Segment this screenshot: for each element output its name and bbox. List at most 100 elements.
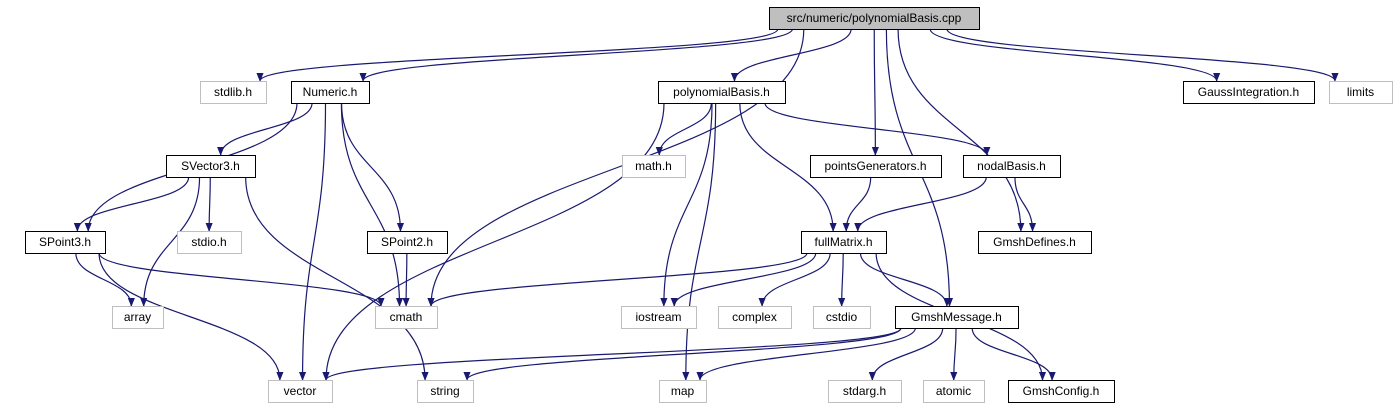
node-label: math.h <box>635 159 672 173</box>
node-limits: limits <box>1329 81 1393 104</box>
node-label: Numeric.h <box>303 85 358 99</box>
node-gmshdefines[interactable]: GmshDefines.h <box>978 231 1092 254</box>
edge-spoint3-to-cmath <box>98 252 385 307</box>
node-box <box>112 306 164 329</box>
node-box <box>978 231 1092 254</box>
edge-polybasis-to-map <box>682 102 717 381</box>
edge-arrow <box>696 327 916 381</box>
node-label: string <box>430 384 459 398</box>
node-label: stdarg.h <box>843 384 886 398</box>
edge-arrow <box>298 102 327 381</box>
edge-arrow <box>402 252 410 307</box>
node-box <box>769 7 980 30</box>
edge-arrow <box>463 327 902 381</box>
edge-gmshmessage-to-gmshconfig <box>971 327 1056 381</box>
node-atomic: atomic <box>923 380 985 403</box>
node-label: GmshDefines.h <box>993 235 1076 249</box>
edge-arrow <box>971 327 1056 381</box>
node-svector3[interactable]: SVector3.h <box>166 155 256 178</box>
edge-arrow <box>1014 176 1037 232</box>
edges-layer <box>73 28 1339 381</box>
edge-spoint2-to-cmath <box>402 252 410 307</box>
edge-root-to-polybasis <box>730 28 852 82</box>
node-polybasis[interactable]: polynomialBasis.h <box>658 81 786 104</box>
node-label: atomic <box>936 384 971 398</box>
edge-arrow <box>764 102 991 156</box>
node-box <box>367 231 448 254</box>
node-label: stdlib.h <box>214 85 252 99</box>
node-gaussint[interactable]: GaussIntegration.h <box>1183 81 1315 104</box>
node-gmshmessage[interactable]: GmshMessage.h <box>895 306 1019 329</box>
node-box <box>291 81 370 104</box>
node-box <box>25 231 106 254</box>
edge-svector3-to-string <box>245 176 429 381</box>
edge-numeric-to-cmath <box>340 102 404 307</box>
node-box <box>658 81 786 104</box>
node-box <box>268 380 333 403</box>
node-box <box>1008 380 1115 403</box>
node-map: map <box>659 380 707 403</box>
node-box <box>1183 81 1315 104</box>
node-pointsgen[interactable]: pointsGenerators.h <box>810 155 942 178</box>
node-label: vector <box>284 384 317 398</box>
node-label: nodalBasis.h <box>977 159 1046 173</box>
node-spoint2[interactable]: SPoint2.h <box>367 231 448 254</box>
edge-gmshmessage-to-string <box>463 327 902 381</box>
node-box <box>622 155 686 178</box>
edge-arrow <box>868 327 944 381</box>
edge-root-to-gmshdefines <box>897 28 1025 232</box>
node-box <box>177 231 242 254</box>
node-stdarg: stdarg.h <box>828 380 902 403</box>
node-label: complex <box>732 310 777 324</box>
edge-root-to-gaussint <box>929 28 1221 82</box>
node-box <box>417 380 474 403</box>
node-box <box>200 81 267 104</box>
edge-polybasis-to-vector <box>322 102 665 381</box>
node-label: src/numeric/polynomialBasis.cpp <box>787 11 962 25</box>
edge-nodalbasis-to-fullmatrix <box>854 176 987 232</box>
node-spoint3[interactable]: SPoint3.h <box>25 231 106 254</box>
node-fullmatrix[interactable]: fullMatrix.h <box>801 231 887 254</box>
edge-spoint3-to-array <box>75 252 135 307</box>
edge-arrow <box>655 102 712 156</box>
edge-arrow <box>73 176 190 232</box>
node-nodalbasis[interactable]: nodalBasis.h <box>963 155 1061 178</box>
node-label: stdio.h <box>191 235 226 249</box>
edge-arrow <box>739 102 837 232</box>
edge-arrow <box>842 176 872 232</box>
node-gmshconfig[interactable]: GmshConfig.h <box>1008 380 1115 403</box>
edge-fullmatrix-to-iostream <box>670 252 817 307</box>
node-array: array <box>112 306 164 329</box>
node-box <box>810 155 942 178</box>
node-box <box>801 231 887 254</box>
edge-arrow <box>359 28 793 82</box>
edge-gmshmessage-to-map <box>696 327 916 381</box>
edge-numeric-to-vector <box>298 102 327 381</box>
edge-gmshmessage-to-atomic <box>950 327 958 381</box>
node-label: pointsGenerators.h <box>824 159 926 173</box>
edge-gmshmessage-to-stdarg <box>868 327 944 381</box>
edge-fullmatrix-to-gmshmessage <box>859 252 951 307</box>
node-box <box>166 155 256 178</box>
edge-arrow <box>98 252 284 381</box>
node-label: GmshMessage.h <box>911 310 1002 324</box>
node-box <box>828 380 902 403</box>
node-label: iostream <box>635 310 681 324</box>
edge-arrow <box>217 102 313 156</box>
edge-arrow <box>758 252 831 307</box>
node-label: limits <box>1347 85 1374 99</box>
node-box <box>621 306 697 329</box>
node-numeric[interactable]: Numeric.h <box>291 81 370 104</box>
edge-arrow <box>322 102 665 381</box>
edge-svector3-to-array <box>140 176 201 307</box>
node-box <box>1329 81 1393 104</box>
edge-polybasis-to-fullmatrix <box>739 102 837 232</box>
node-label: GmshConfig.h <box>1023 384 1100 398</box>
edge-polybasis-to-iostream <box>660 102 713 307</box>
edge-polybasis-to-math <box>655 102 712 156</box>
edge-arrow <box>322 327 902 381</box>
edge-svector3-to-spoint3 <box>73 176 190 232</box>
edge-arrow <box>670 252 817 307</box>
node-label: map <box>671 384 695 398</box>
node-box <box>375 306 438 329</box>
